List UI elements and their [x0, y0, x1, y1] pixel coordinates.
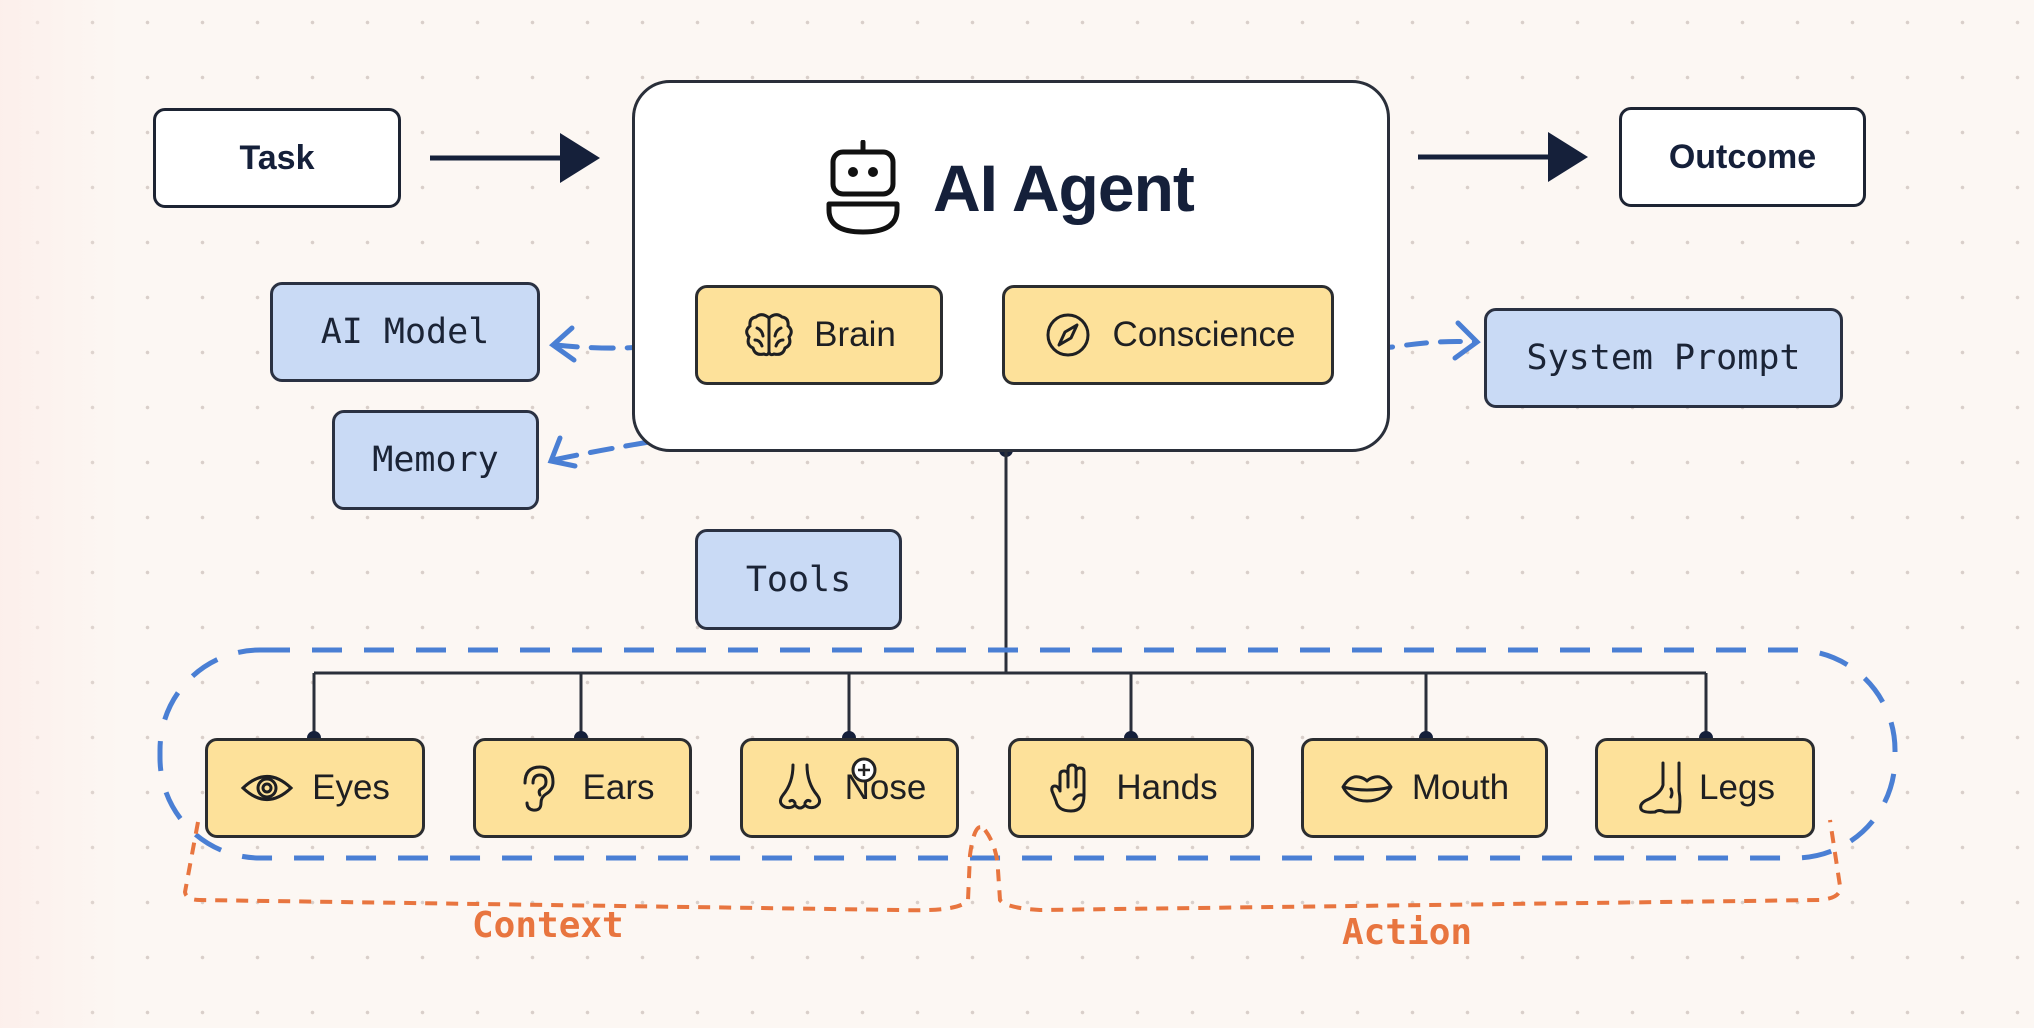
legs-box[interactable]: Legs — [1595, 738, 1815, 838]
brain-to-memory-arrowhead — [547, 435, 578, 469]
conscience-to-prompt-arrowhead — [1452, 320, 1481, 361]
system-prompt-box[interactable]: System Prompt — [1484, 308, 1843, 408]
ear-icon — [511, 761, 565, 815]
brain-to-model-arrowhead — [549, 325, 577, 363]
compass-icon — [1041, 308, 1095, 362]
ai-agent-header: AI Agent — [825, 138, 1195, 238]
ai-model-box[interactable]: AI Model — [270, 282, 540, 382]
robot-icon — [826, 140, 900, 235]
brain-box[interactable]: Brain — [695, 285, 943, 385]
nose-icon — [773, 761, 827, 815]
system-prompt-label: System Prompt — [1526, 338, 1801, 378]
ai-agent-title: AI Agent — [933, 151, 1195, 225]
hands-box[interactable]: Hands — [1008, 738, 1254, 838]
hand-icon — [1044, 761, 1098, 815]
tools-box[interactable]: Tools — [695, 529, 902, 630]
outcome-box[interactable]: Outcome — [1619, 107, 1866, 207]
ears-box[interactable]: Ears — [473, 738, 692, 838]
eyes-box[interactable]: Eyes — [205, 738, 425, 838]
ai-model-label: AI Model — [320, 312, 490, 352]
eye-icon — [240, 761, 294, 815]
mouth-label: Mouth — [1411, 768, 1510, 807]
action-brace — [983, 819, 1843, 913]
mouth-icon — [1340, 761, 1394, 815]
legs-label: Legs — [1699, 768, 1775, 807]
outcome-label: Outcome — [1668, 137, 1817, 176]
eyes-label: Eyes — [312, 768, 390, 807]
nose-box[interactable]: Nose — [740, 738, 959, 838]
context-label: Context — [472, 905, 624, 946]
tools-label: Tools — [745, 559, 852, 600]
hands-label: Hands — [1116, 768, 1218, 807]
foot-icon — [1635, 761, 1689, 815]
brain-icon — [742, 308, 796, 362]
task-box[interactable]: Task — [153, 108, 401, 208]
brain-label: Brain — [814, 315, 896, 354]
tools-group-dashed-outline — [157, 647, 1898, 861]
conscience-label: Conscience — [1112, 315, 1296, 354]
task-label: Task — [239, 138, 315, 177]
ai-agent-container[interactable] — [632, 80, 1390, 452]
context-brace — [182, 821, 987, 913]
zoom-in-cursor-icon — [851, 757, 877, 783]
ears-label: Ears — [582, 768, 655, 807]
memory-label: Memory — [372, 440, 499, 480]
mouth-box[interactable]: Mouth — [1301, 738, 1548, 838]
action-label: Action — [1342, 912, 1473, 953]
senses-branches — [307, 673, 1713, 745]
memory-box[interactable]: Memory — [332, 410, 539, 510]
conscience-box[interactable]: Conscience — [1002, 285, 1334, 385]
